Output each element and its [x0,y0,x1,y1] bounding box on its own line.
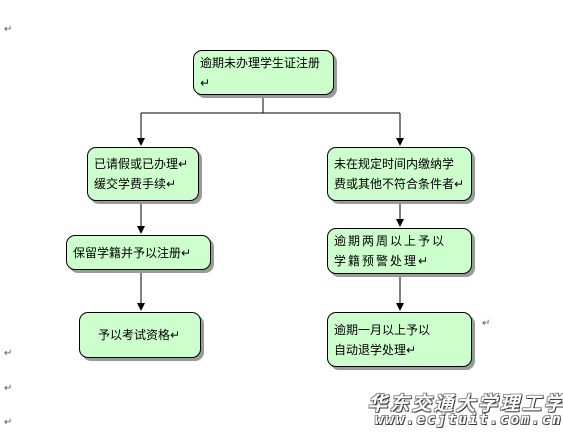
right-box-1: 未在规定时间内缴纳学 费或其他不符合条件者↵ [327,147,472,201]
paragraph-mark: ↵ [4,348,13,359]
right-box-3: 逾期一月以上予以 自动退学处理↵ [327,312,472,367]
left-box-3: 予以考试资格↵ [79,312,201,358]
left-box-1: 已请假或已办理↵ 缓交学费手续↵ [87,147,199,201]
paragraph-mark: ↵ [4,24,13,35]
watermark-url: www.ecjtuit.com.cn [375,412,563,428]
left-box-2-text: 保留学籍并予以注册↵ [73,245,192,260]
left-box-3-text: 予以考试资格↵ [98,328,181,342]
right-box-3-text: 逾期一月以上予以 自动退学处理↵ [334,322,431,357]
right-box-2-text: 逾期两周以上予以 学籍预警处理↵ [334,234,447,268]
right-box-2: 逾期两周以上予以 学籍预警处理↵ [327,228,472,274]
paragraph-mark: ↵ [4,417,13,428]
root-box: 逾期未办理学生证注册↵ [193,50,334,95]
right-box-1-text: 未在规定时间内缴纳学 费或其他不符合条件者↵ [334,157,465,191]
left-box-2: 保留学籍并予以注册↵ [66,235,211,270]
watermark-name: 华东交通大学理工学院 [368,393,563,415]
paragraph-mark: ↵ [482,318,491,329]
paragraph-mark: ↵ [4,383,13,394]
root-box-text: 逾期未办理学生证注册↵ [200,55,321,90]
left-box-1-text: 已请假或已办理↵ 缓交学费手续↵ [94,157,189,191]
